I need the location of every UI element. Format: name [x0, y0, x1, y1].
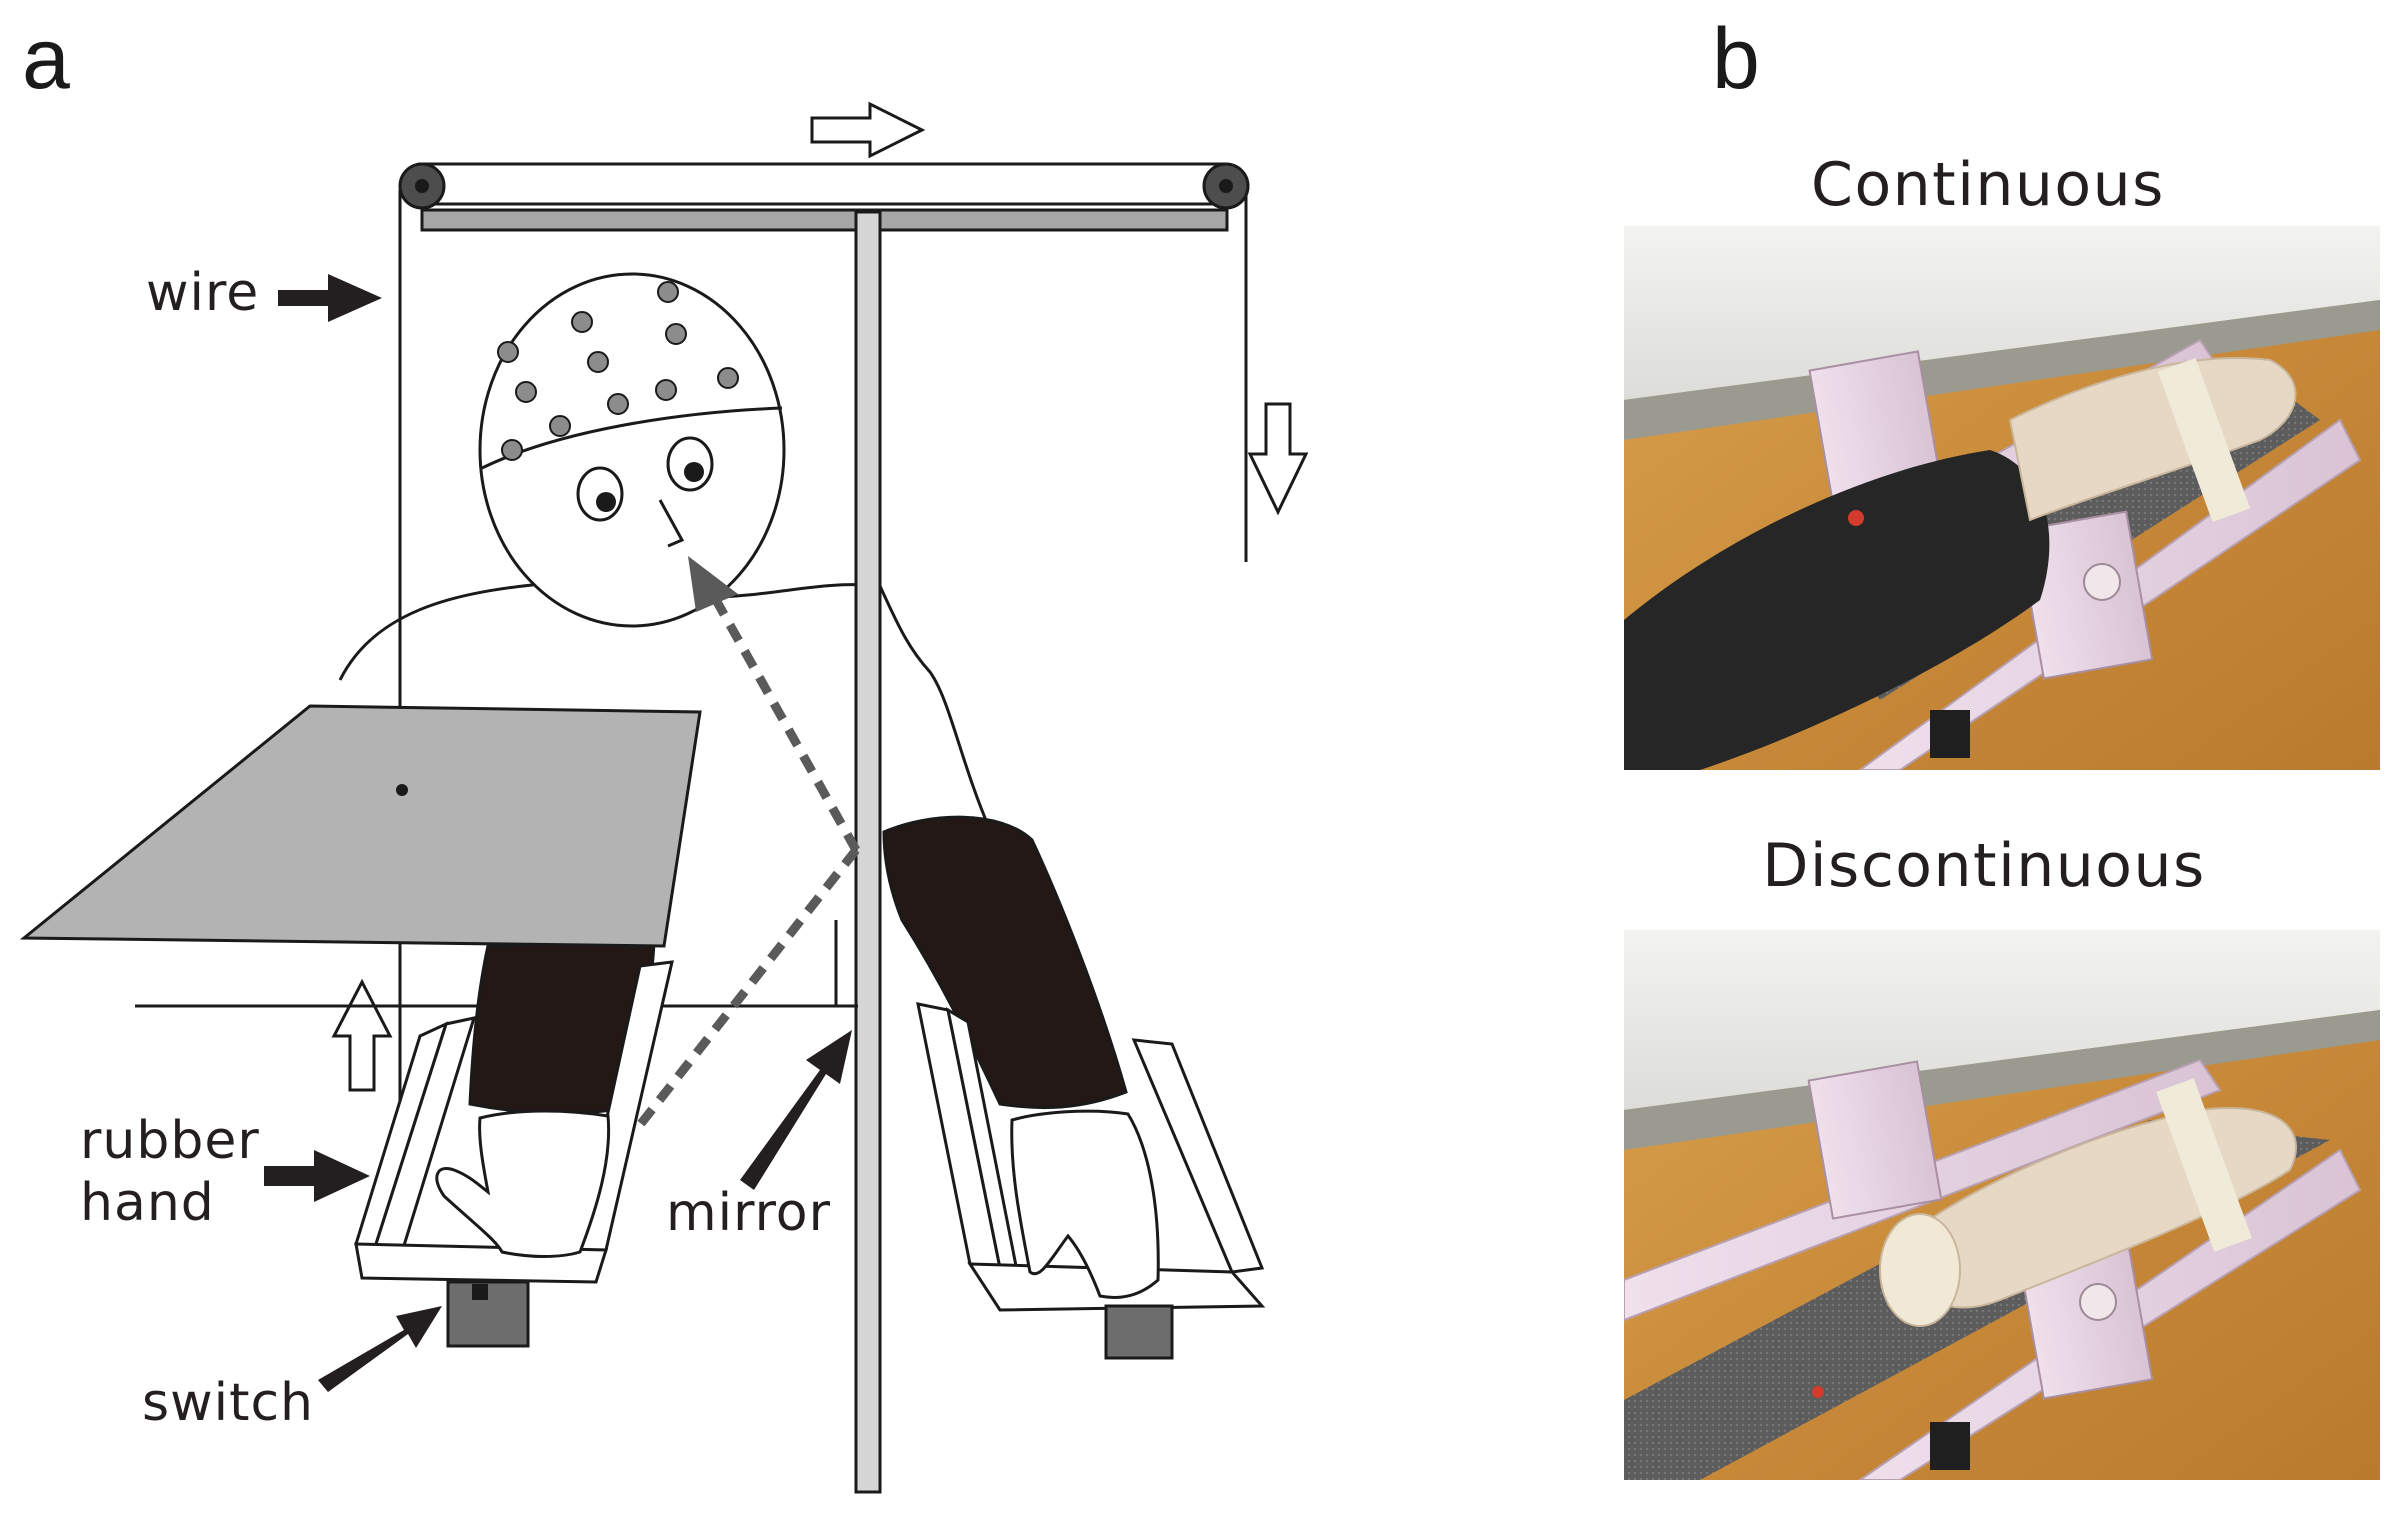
- rubber-hand-label-line2: hand: [80, 1173, 215, 1233]
- real-arm: [882, 815, 1266, 1360]
- rubber-hand-label-line1: rubber: [80, 1111, 260, 1171]
- wire-label: wire: [146, 263, 259, 323]
- continuous-photo: [1624, 226, 2380, 770]
- panel-letter-a: a: [22, 11, 70, 107]
- arrow-down-icon: [1247, 402, 1309, 516]
- panel-letter-b: b: [1712, 11, 1760, 107]
- continuous-caption: Continuous: [1811, 150, 2165, 220]
- mirror-arrow-icon: [740, 1030, 852, 1190]
- rubber-hand-arrow-icon: [264, 1150, 370, 1202]
- subject-head: [478, 272, 786, 628]
- gaze-path: [632, 597, 860, 1133]
- subject-body: [338, 579, 992, 831]
- eyes: [576, 436, 714, 522]
- gaze-arrowhead-icon: [688, 556, 738, 612]
- arrow-right-icon: [810, 101, 926, 159]
- right-switch: [1104, 1304, 1174, 1360]
- discontinuous-caption: Discontinuous: [1762, 831, 2206, 901]
- switch-label: switch: [142, 1373, 314, 1433]
- switch-arrow-icon: [318, 1306, 442, 1392]
- label-arrows: [264, 274, 852, 1392]
- wire-arrow-icon: [278, 274, 382, 322]
- eeg-electrodes: [497, 281, 739, 461]
- mirror: [854, 210, 882, 1494]
- arrow-up-icon: [331, 978, 393, 1092]
- rubber-hand: [354, 940, 674, 1348]
- pulley-wire: [398, 190, 1248, 1108]
- occluding-board: [19, 704, 702, 948]
- pulley-frame: [398, 162, 1250, 232]
- discontinuous-photo: [1624, 930, 2380, 1480]
- motion-arrows: [331, 101, 1309, 1092]
- mirror-label: mirror: [666, 1183, 831, 1243]
